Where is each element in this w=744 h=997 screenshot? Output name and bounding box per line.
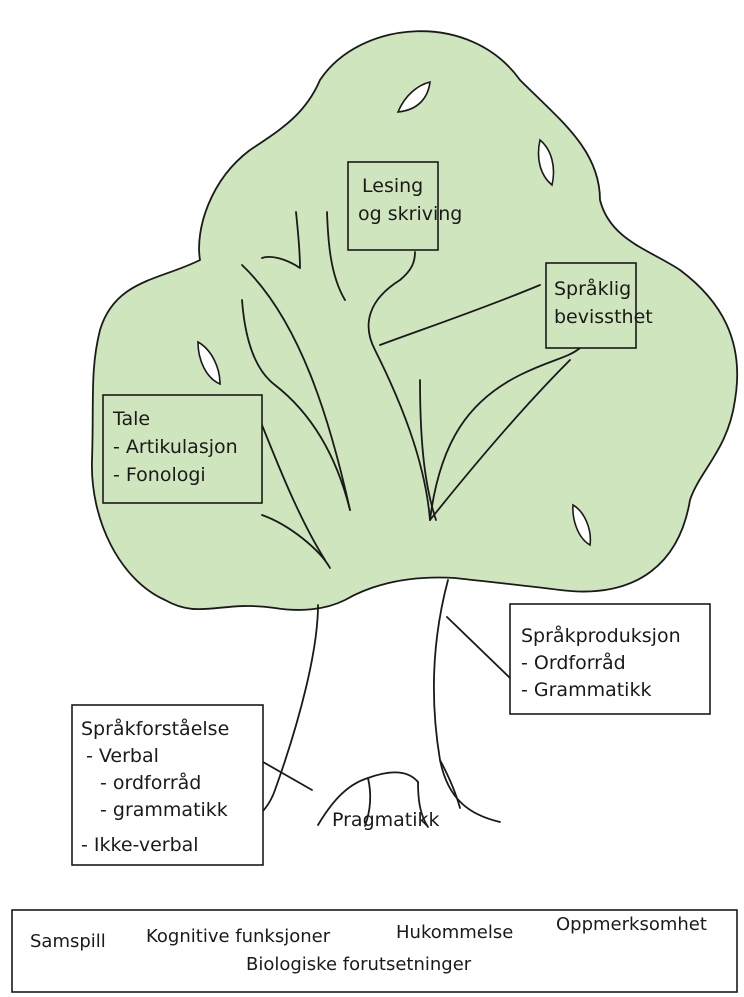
tree-branch <box>419 379 437 521</box>
tree-branch <box>379 284 541 346</box>
tree-branch <box>429 347 581 521</box>
tree-branch <box>261 424 326 561</box>
connector-sprakforstaelse <box>262 761 313 791</box>
tree-branch <box>429 359 571 521</box>
label-sprakforstaelse-5: - Ikke-verbal <box>81 834 199 856</box>
box-spraklig <box>545 262 637 349</box>
ground-item-kognitive: Kognitive funksjoner <box>146 926 331 947</box>
tree-root <box>364 777 372 827</box>
leaf-icon <box>396 80 431 113</box>
tree-branch <box>326 211 346 301</box>
label-sprakforstaelse-3: - ordforråd <box>100 771 201 794</box>
label-spraklig-2: bevissthet <box>554 306 653 328</box>
label-sprakforstaelse-4: - grammatikk <box>100 799 228 821</box>
box-tale <box>102 394 263 504</box>
leaf-icon <box>537 138 555 187</box>
ground-box <box>11 909 738 993</box>
ground-item-hukommelse: Hukommelse <box>396 922 513 943</box>
connector-sprakproduksjon <box>446 616 511 679</box>
label-lesing-1: Lesing <box>362 175 423 197</box>
tree-trunk-right <box>433 579 501 823</box>
box-sprakforstaelse <box>71 704 264 866</box>
label-sprakproduksjon-1: Språkproduksjon <box>521 624 681 647</box>
ground-item-oppmerksomhet: Oppmerksomhet <box>556 914 707 935</box>
tree-branch <box>261 514 331 569</box>
tree-branch <box>261 211 301 269</box>
label-tale-1: Tale <box>112 408 150 430</box>
leaf-icon <box>197 340 221 386</box>
leaf-icon <box>572 503 592 547</box>
label-sprakproduksjon-2: - Ordforråd <box>521 651 626 674</box>
label-sprakforstaelse-1: Språkforståelse <box>81 717 229 740</box>
label-sprakproduksjon-3: - Grammatikk <box>521 679 651 701</box>
tree-root <box>439 759 461 809</box>
label-pragmatikk: Pragmatikk <box>332 809 440 831</box>
ground-caption: Biologiske forutsetninger <box>246 954 472 975</box>
label-tale-3: - Fonologi <box>113 464 206 486</box>
tree-branch <box>241 299 351 511</box>
tree-root <box>417 781 429 828</box>
tree-branch <box>241 264 351 511</box>
box-sprakproduksjon <box>509 603 711 715</box>
label-spraklig-1: Språklig <box>554 277 631 300</box>
label-sprakforstaelse-2: - Verbal <box>86 745 159 767</box>
box-lesing <box>347 161 439 251</box>
ground-item-samspill: Samspill <box>30 931 106 952</box>
tree-root <box>317 777 369 826</box>
tree-root <box>367 771 419 783</box>
label-lesing-2: og skriving <box>358 203 462 225</box>
label-tale-2: - Artikulasjon <box>113 436 238 458</box>
tree-branch <box>367 251 431 521</box>
